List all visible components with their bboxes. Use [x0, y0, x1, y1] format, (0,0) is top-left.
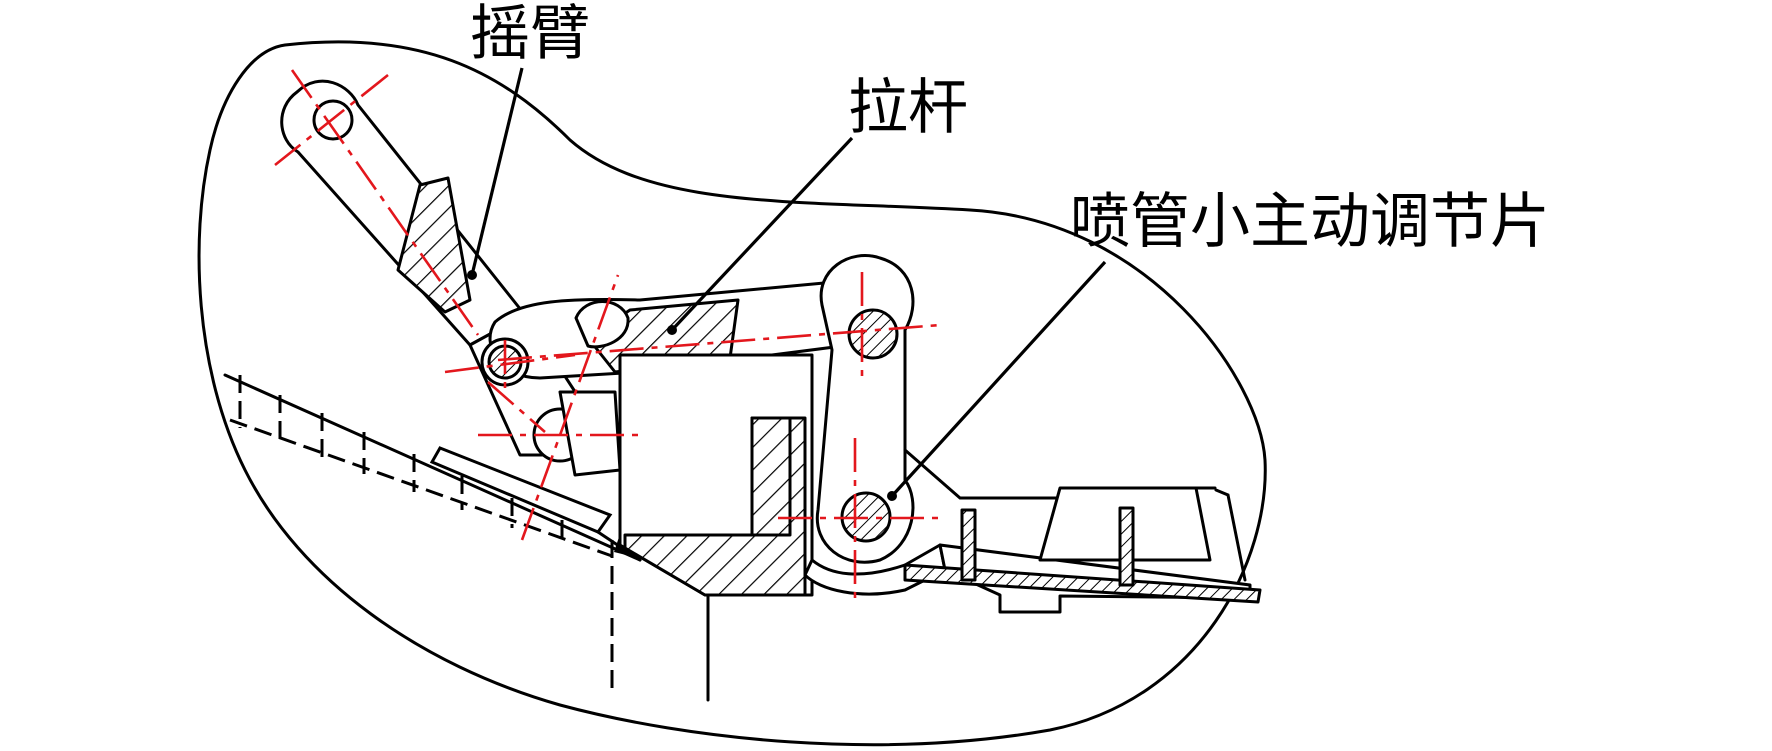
detail-boundary: [197, 40, 1267, 747]
nozzle-plate: [903, 448, 1262, 614]
label-rocker-arm: 摇臂: [470, 0, 590, 69]
leader-nozzle-flap: [890, 260, 1107, 498]
label-pull-rod: 拉杆: [848, 73, 968, 143]
rocker-arm: [280, 79, 602, 457]
leader-pull-rod: [670, 136, 854, 332]
label-nozzle-flap: 喷管小主动调节片: [1070, 187, 1550, 257]
center-lines: [274, 69, 941, 602]
nozzle-flap-link: [803, 254, 947, 596]
base-body: [618, 353, 814, 597]
leader-rocker-arm: [470, 67, 524, 276]
